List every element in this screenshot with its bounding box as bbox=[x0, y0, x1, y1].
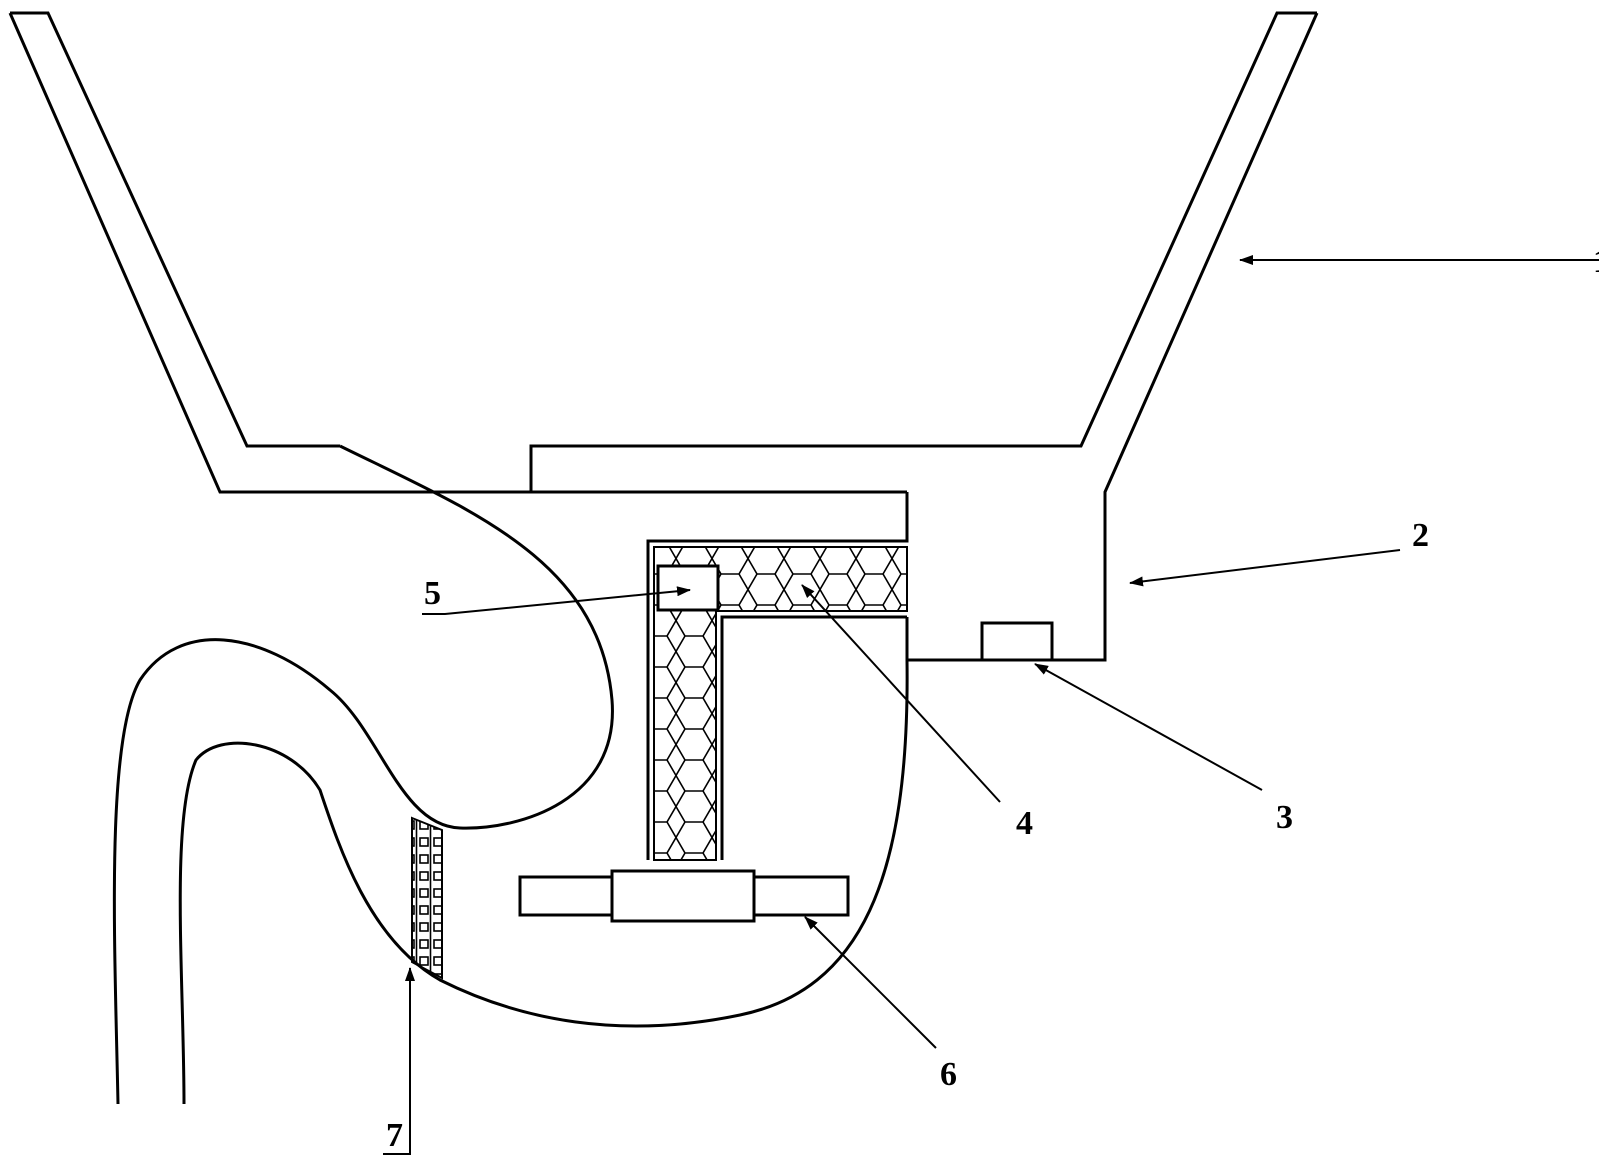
leader-lines bbox=[383, 255, 1599, 1155]
leader-2 bbox=[1129, 549, 1401, 587]
label-6: 6 bbox=[940, 1056, 957, 1093]
label-7: 7 bbox=[386, 1117, 403, 1154]
sensor-box bbox=[656, 564, 720, 612]
organ-inner-wall bbox=[178, 659, 909, 1105]
label-1: 1 bbox=[1593, 243, 1599, 280]
leader-4 bbox=[801, 584, 1001, 803]
housing-block bbox=[646, 492, 909, 860]
leader-3 bbox=[1034, 663, 1263, 791]
leader-5 bbox=[422, 586, 691, 615]
leader-7 bbox=[383, 967, 415, 1155]
bottom-box bbox=[980, 621, 1054, 662]
label-2: 2 bbox=[1412, 517, 1429, 554]
label-5: 5 bbox=[424, 575, 441, 612]
label-4: 4 bbox=[1016, 805, 1033, 842]
shaft-assembly bbox=[518, 869, 850, 923]
mesh-strip bbox=[411, 816, 443, 980]
organ-loop bbox=[112, 444, 614, 1105]
leader-6 bbox=[804, 916, 937, 1049]
label-3: 3 bbox=[1276, 799, 1293, 836]
